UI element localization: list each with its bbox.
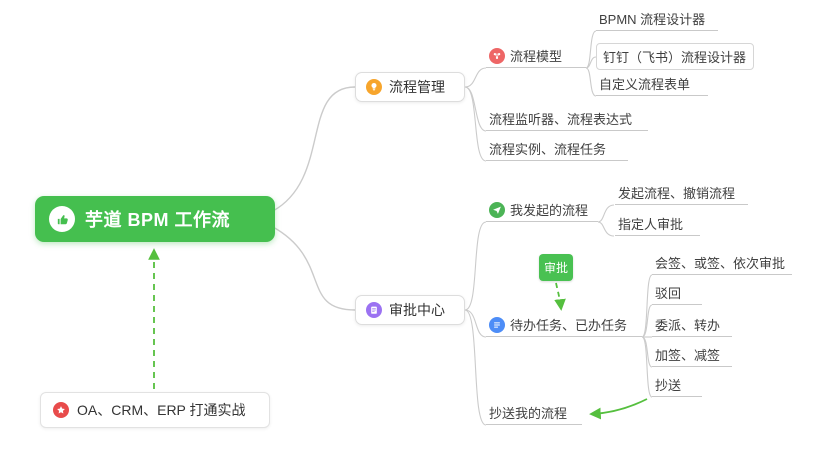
node-sign-add-remove[interactable]: 加签、减签 xyxy=(652,347,732,367)
node-countersign[interactable]: 会签、或签、依次审批 xyxy=(652,255,792,275)
node-label: 我发起的流程 xyxy=(510,203,589,218)
badge-arrow xyxy=(554,282,566,311)
node-label: 指定人审批 xyxy=(618,217,684,232)
node-label: 流程管理 xyxy=(389,79,445,95)
node-label: 流程模型 xyxy=(510,49,563,64)
task-list-icon xyxy=(489,317,505,333)
node-assigned-approval[interactable]: 指定人审批 xyxy=(615,216,700,236)
cc-arrow xyxy=(589,398,648,420)
paper-plane-icon xyxy=(489,202,505,218)
node-label: 会签、或签、依次审批 xyxy=(655,256,786,271)
node-label: 钉钉（飞书）流程设计器 xyxy=(603,50,747,65)
node-label: 流程实例、流程任务 xyxy=(489,142,607,157)
root-title: 芋道 BPM 工作流 xyxy=(85,210,231,230)
clipboard-icon xyxy=(366,302,382,318)
node-listener-expression[interactable]: 流程监听器、流程表达式 xyxy=(486,111,648,131)
node-label: 审批中心 xyxy=(389,302,445,318)
node-bpmn-designer[interactable]: BPMN 流程设计器 xyxy=(596,11,718,31)
node-delegate-transfer[interactable]: 委派、转办 xyxy=(652,317,732,337)
node-label: 自定义流程表单 xyxy=(599,77,691,92)
node-process-mgmt[interactable]: 流程管理 xyxy=(355,72,465,102)
lightbulb-icon xyxy=(366,79,382,95)
badge-label: 审批 xyxy=(543,261,568,275)
node-label: 流程监听器、流程表达式 xyxy=(489,112,633,127)
node-label: 加签、减签 xyxy=(655,348,721,363)
footnote-node[interactable]: OA、CRM、ERP 打通实战 xyxy=(40,392,270,428)
thumbs-up-icon xyxy=(49,206,75,232)
star-icon xyxy=(53,402,69,418)
node-label: 抄送 xyxy=(655,378,682,393)
approval-badge[interactable]: 审批 xyxy=(539,254,573,281)
node-cc-my-process[interactable]: 抄送我的流程 xyxy=(486,405,582,425)
root-node[interactable]: 芋道 BPM 工作流 xyxy=(35,196,275,242)
node-todo-done[interactable]: 待办任务、已办任务 xyxy=(486,317,642,337)
node-dingtalk-designer[interactable]: 钉钉（飞书）流程设计器 xyxy=(596,43,754,70)
flow-model-icon xyxy=(489,48,505,64)
node-label: 发起流程、撤销流程 xyxy=(618,186,736,201)
node-custom-form[interactable]: 自定义流程表单 xyxy=(596,76,708,96)
node-reject[interactable]: 驳回 xyxy=(652,285,702,305)
footnote-label: OA、CRM、ERP 打通实战 xyxy=(77,402,246,418)
node-instance-task[interactable]: 流程实例、流程任务 xyxy=(486,141,628,161)
node-initiate-cancel[interactable]: 发起流程、撤销流程 xyxy=(615,185,748,205)
node-label: 抄送我的流程 xyxy=(489,406,568,421)
node-cc[interactable]: 抄送 xyxy=(652,377,702,397)
node-my-initiated[interactable]: 我发起的流程 xyxy=(486,202,598,222)
node-label: 委派、转办 xyxy=(655,318,721,333)
node-label: 驳回 xyxy=(655,286,682,301)
node-approval-center[interactable]: 审批中心 xyxy=(355,295,465,325)
node-process-model[interactable]: 流程模型 xyxy=(486,48,586,68)
node-label: 待办任务、已办任务 xyxy=(510,318,628,333)
node-label: BPMN 流程设计器 xyxy=(599,12,706,27)
